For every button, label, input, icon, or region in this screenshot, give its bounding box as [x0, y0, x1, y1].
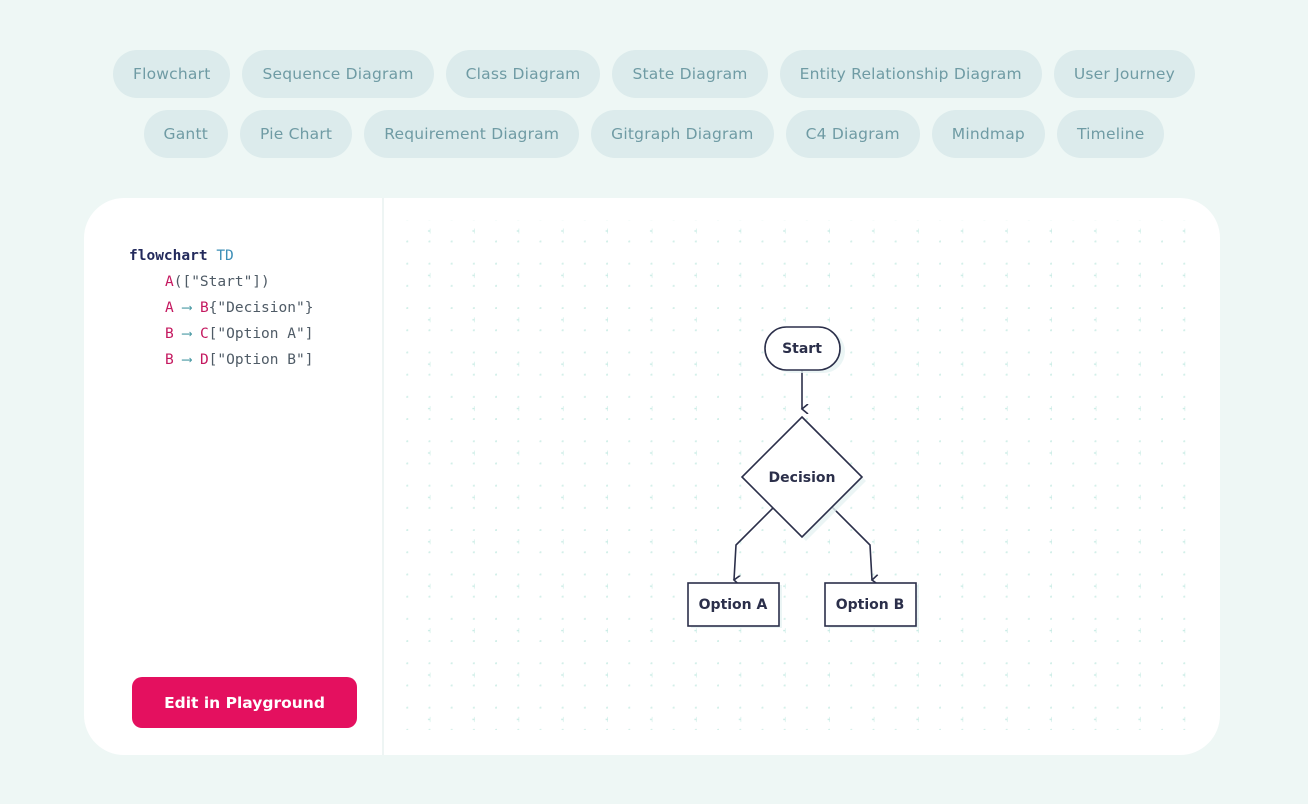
- tab-class-diagram[interactable]: Class Diagram: [445, 50, 601, 98]
- code-panel: flowchart TD A(["Start"]) A ⟶ B{"Decisio…: [84, 198, 384, 755]
- code-node-id: A: [165, 274, 174, 290]
- code-line: flowchart TD: [129, 244, 313, 270]
- tab-timeline[interactable]: Timeline: [1056, 110, 1165, 158]
- node-start-label: Start: [782, 341, 822, 357]
- tab-flowchart[interactable]: Flowchart: [113, 50, 231, 98]
- tab-user-journey[interactable]: User Journey: [1053, 50, 1195, 98]
- code-node-id: D: [199, 352, 209, 368]
- code-line: B ⟶ C["Option A"]: [129, 322, 313, 348]
- code-node-text: (["Start"]): [173, 274, 270, 290]
- code-line: A(["Start"]): [129, 270, 313, 296]
- diagram-type-tabs-row-2: Gantt Pie Chart Requirement Diagram Gitg…: [0, 110, 1308, 158]
- code-node-text: ["Option A"]: [208, 326, 314, 342]
- code-arrow: ⟶: [182, 300, 192, 316]
- edit-in-playground-button[interactable]: Edit in Playground: [132, 677, 357, 728]
- code-keyword: flowchart: [129, 248, 208, 264]
- code-arrow: ⟶: [182, 352, 192, 368]
- tab-gitgraph-diagram[interactable]: Gitgraph Diagram: [591, 110, 774, 158]
- node-option-a: Option A: [687, 582, 782, 628]
- tab-pie-chart[interactable]: Pie Chart: [240, 110, 353, 158]
- code-node-text: {"Decision"}: [208, 300, 314, 316]
- code-arrow: ⟶: [182, 326, 192, 342]
- edge-decision-option-b: [831, 506, 872, 580]
- example-card: flowchart TD A(["Start"]) A ⟶ B{"Decisio…: [84, 198, 1220, 755]
- tab-c4-diagram[interactable]: C4 Diagram: [785, 110, 920, 158]
- diagram-type-tabs-row-1: Flowchart Sequence Diagram Class Diagram…: [0, 50, 1308, 98]
- tab-entity-relationship-diagram[interactable]: Entity Relationship Diagram: [779, 50, 1042, 98]
- code-block: flowchart TD A(["Start"]) A ⟶ B{"Decisio…: [129, 244, 313, 374]
- tab-gantt[interactable]: Gantt: [143, 110, 229, 158]
- code-node-id: C: [199, 326, 209, 342]
- flowchart-diagram: Start Decision Option A Option B: [386, 198, 1220, 755]
- tab-state-diagram[interactable]: State Diagram: [612, 50, 768, 98]
- node-option-b-label: Option B: [836, 597, 905, 613]
- tab-sequence-diagram[interactable]: Sequence Diagram: [242, 50, 434, 98]
- node-decision-label: Decision: [769, 470, 836, 486]
- tab-mindmap[interactable]: Mindmap: [931, 110, 1045, 158]
- code-line: B ⟶ D["Option B"]: [129, 348, 313, 374]
- edge-decision-option-a: [734, 506, 775, 580]
- node-option-a-label: Option A: [699, 597, 768, 613]
- tab-requirement-diagram[interactable]: Requirement Diagram: [364, 110, 580, 158]
- code-line: A ⟶ B{"Decision"}: [129, 296, 313, 322]
- node-option-b: Option B: [824, 582, 919, 628]
- code-direction: TD: [216, 248, 234, 264]
- code-node-text: ["Option B"]: [208, 352, 314, 368]
- diagram-preview: Start Decision Option A Option B: [386, 198, 1220, 755]
- code-node-id: A: [165, 300, 174, 316]
- code-node-id: B: [165, 352, 174, 368]
- node-decision: Decision: [740, 415, 866, 541]
- code-node-id: B: [165, 326, 174, 342]
- node-start: Start: [764, 326, 845, 373]
- code-node-id: B: [199, 300, 209, 316]
